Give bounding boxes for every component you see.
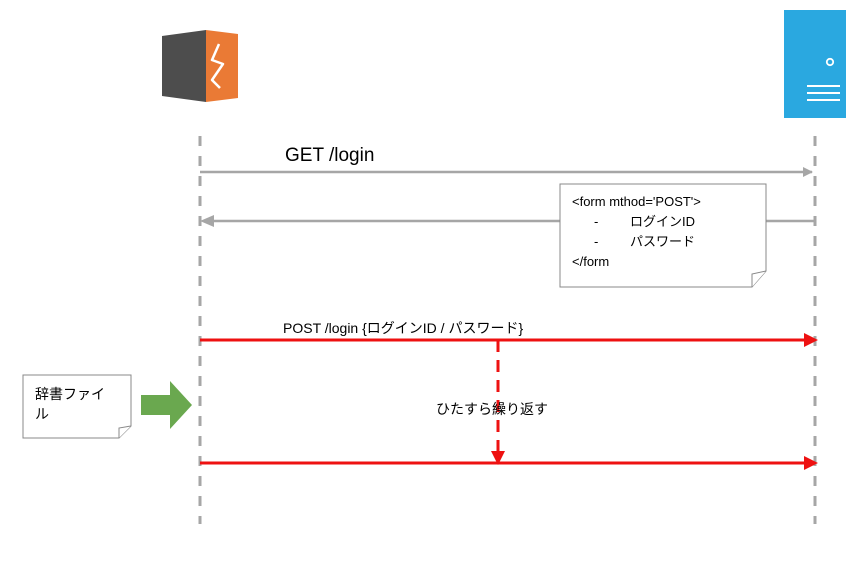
dictionary-note-line1: 辞書ファイ <box>35 386 105 402</box>
dictionary-note-text: 辞書ファイ ル <box>35 384 105 424</box>
form-note-item1: - ログインID <box>572 212 701 232</box>
form-note-box <box>559 183 767 288</box>
get-request-label: GET /login <box>285 145 375 166</box>
post-request-arrow <box>200 333 818 347</box>
loop-note-label: ひたすら繰り返す <box>436 401 548 417</box>
repeated-request-arrow <box>200 456 818 470</box>
post-request-label: POST /login {ログインID / パスワード} <box>283 320 524 336</box>
form-note-text: <form mthod='POST'> - ログインID - パスワード </for… <box>572 192 701 272</box>
form-note-item2: - パスワード <box>572 232 701 252</box>
dictionary-note-line2: ル <box>35 406 49 422</box>
server-icon <box>784 10 846 118</box>
repeat-arrow <box>491 340 505 465</box>
attacker-tool-icon <box>162 30 238 102</box>
form-note-line1: <form mthod='POST'> <box>572 194 701 209</box>
green-arrow-icon <box>141 381 192 429</box>
dictionary-note-box <box>22 374 132 439</box>
form-note-item2-text: パスワード <box>630 234 696 249</box>
form-note-item1-text: ログインID <box>630 214 696 229</box>
form-note-item1-dash: - <box>594 214 599 229</box>
form-note-item2-dash: - <box>594 234 599 249</box>
form-note-line4: </form <box>572 254 610 269</box>
